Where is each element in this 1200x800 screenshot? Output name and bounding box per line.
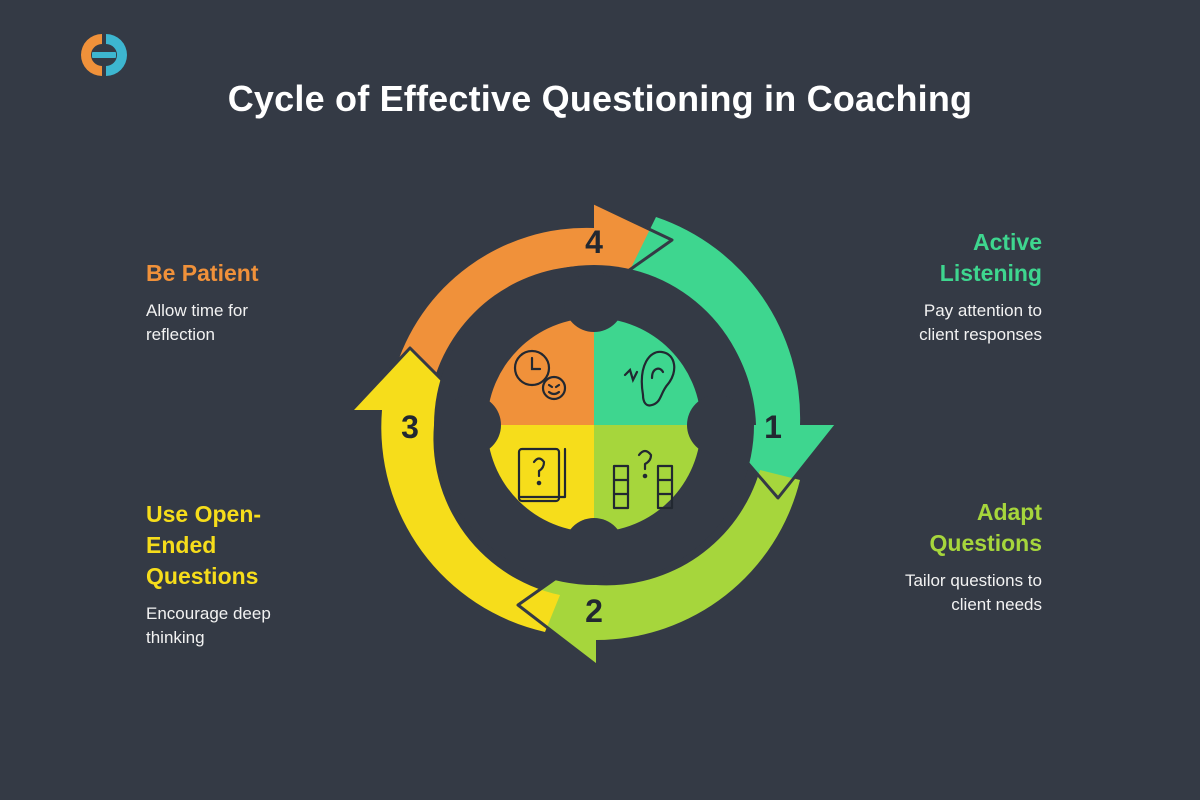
step-adapt-questions: Adapt Questions Tailor questions to clie… [840,497,1042,617]
step-number-1: 1 [764,409,782,445]
step-be-patient: Be Patient Allow time for reflection [146,258,366,347]
step-description: Tailor questions to client needs [904,571,1042,614]
question-blocks-icon [612,449,674,510]
ring-arrow-4 [394,203,672,380]
step-active-listening: Active Listening Pay attention to client… [840,227,1042,347]
step-description: Encourage deep thinking [146,604,271,647]
question-book-icon [517,447,567,503]
ring-arrow-2 [518,470,800,665]
step-description: Pay attention to client responses [919,301,1042,344]
ear-icon [623,350,676,407]
page-title: Cycle of Effective Questioning in Coachi… [227,78,973,119]
ring-arrow-3 [352,348,560,632]
quadrant-open [487,425,594,532]
brand-logo-icon [81,34,127,76]
step-open-ended-questions: Use Open-Ended Questions Encourage deep … [146,499,366,650]
step-number-3: 3 [401,409,419,445]
ring-arrow-1 [630,217,836,498]
step-heading: Use Open-Ended Questions [146,501,262,589]
step-number-4: 4 [585,224,603,260]
step-description: Allow time for reflection [146,301,249,344]
quadrant-adapt [594,425,701,532]
step-heading: Active Listening [939,229,1042,286]
quadrant-patient [487,318,594,425]
step-heading: Be Patient [146,260,259,286]
step-heading: Adapt Questions [929,499,1042,556]
quadrant-listening [594,318,701,425]
step-number-2: 2 [585,593,603,629]
clock-face-icon [513,349,567,401]
